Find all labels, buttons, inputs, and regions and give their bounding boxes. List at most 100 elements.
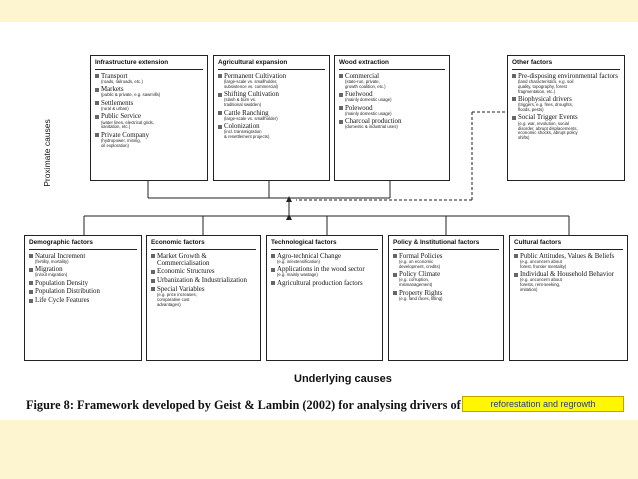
figure-caption: Figure 8: Framework developed by Geist &… (26, 398, 461, 412)
bullet-square-icon (339, 119, 343, 124)
factor-item-agricultural-production-factors: Agricultural production factors (271, 280, 378, 287)
factor-item-biophysical-drivers: Biophysical drivers(triggers, e.g. fires… (512, 96, 620, 113)
factor-detail: imitation) (520, 287, 538, 293)
factor-item-population-density: Population Density (29, 280, 137, 287)
bullet-square-icon (271, 281, 275, 286)
factor-item-shifting-cultivation: Shifting Cultivation(slash & burn vs.tra… (218, 91, 325, 108)
factor-detail: floods, pests) (518, 107, 544, 113)
bullet-square-icon (512, 74, 516, 78)
factor-label: Shifting Cultivation (224, 91, 279, 99)
factor-label: Charcoal production (345, 118, 402, 126)
factor-item-cattle-ranching: Cattle Ranching(large-scale vs. smallhol… (218, 110, 325, 122)
bullet-square-icon (95, 133, 99, 138)
bullet-square-icon (151, 254, 155, 258)
bullet-square-icon (29, 281, 33, 286)
factor-item-fuelwood: Fuelwood(mainly domestic usage) (339, 91, 445, 103)
factor-detail: (e.g. unconcern about (520, 258, 562, 264)
factor-detail: (in/out migration) (35, 272, 68, 278)
factor-label: Settlements (101, 99, 134, 107)
factor-label: Population Density (35, 279, 89, 287)
factor-detail: (public & private, e.g. sawmills) (101, 92, 161, 98)
box-title: Other factors (512, 59, 620, 70)
bullet-square-icon (271, 254, 275, 258)
factor-detail: (e.g. land races, titling) (399, 295, 443, 301)
bullet-square-icon (95, 114, 99, 119)
bullet-square-icon (393, 272, 397, 277)
bullet-square-icon (95, 74, 99, 78)
factor-detail: & resettlement projects) (224, 134, 270, 140)
bullet-square-icon (151, 278, 155, 283)
highlight-label: reforestation and regrowth (462, 396, 624, 412)
factor-label: Urbanization & Industrialization (157, 277, 247, 285)
factor-detail: oil exploration) (101, 142, 129, 148)
box-title: Policy & Institutional factors (393, 239, 499, 250)
factor-detail: (land characteristics, e.g. soil (518, 78, 574, 84)
factor-label: Migration (35, 266, 63, 274)
factor-detail: (large-scale vs. smallholder, (224, 78, 278, 84)
factor-item-commercial: Commercial(state-run, private,growth coa… (339, 73, 445, 90)
factor-label: Cattle Ranching (224, 109, 269, 117)
box-title: Agricultural expansion (218, 59, 325, 70)
factor-item-special-variables: Special Variables(e.g. price increases,c… (151, 286, 256, 308)
factor-label: Public Attitudes, Values & Beliefs (520, 252, 615, 260)
bullet-square-icon (393, 291, 397, 296)
factor-item-population-distribution: Population Distribution (29, 288, 137, 295)
factor-label: Policy Climate (399, 271, 441, 279)
bullet-square-icon (514, 254, 518, 258)
bullet-square-icon (218, 124, 222, 129)
factor-detail: (incl. transmigration (224, 129, 262, 135)
bullet-square-icon (218, 74, 222, 78)
factor-label: Permanent Cultivation (224, 72, 287, 80)
factor-detail: development, credits) (399, 263, 441, 269)
bullet-square-icon (393, 254, 397, 258)
factor-label: Pre-disposing environmental factors (518, 72, 618, 80)
factor-label: Private Company (101, 131, 150, 139)
factor-item-charcoal-production: Charcoal production(domestic & industria… (339, 118, 445, 130)
factor-label: Biophysical drivers (518, 95, 572, 103)
factor-item-permanent-cultivation: Permanent Cultivation(large-scale vs. sm… (218, 73, 325, 90)
bullet-square-icon (29, 289, 33, 294)
top-band (0, 0, 638, 22)
bullet-square-icon (512, 115, 516, 120)
factor-label: Polewood (345, 104, 373, 112)
proximate-causes-label: Proximate causes (42, 119, 52, 187)
factor-item-applications-in-the-wood-sector: Applications in the wood sector(e.g. mai… (271, 266, 378, 278)
factor-label: Property Rights (399, 289, 443, 297)
factor-detail: traditional swidden) (224, 102, 262, 108)
factor-detail: (e.g. mainly wastage) (277, 272, 318, 278)
factor-detail: (state-run, private, (345, 78, 380, 84)
bullet-square-icon (29, 298, 33, 303)
factor-item-policy-climate: Policy Climate(e.g. corruption,mismanage… (393, 271, 499, 288)
bullet-square-icon (512, 97, 516, 102)
factor-label: Commercial (345, 72, 380, 80)
factor-item-economic-structures: Economic Structures (151, 268, 256, 275)
bullet-square-icon (29, 254, 33, 258)
factor-detail: (rural & urban) (101, 105, 129, 111)
factor-label: Formal Policies (399, 252, 443, 260)
factor-item-pre-disposing-environmental-factors: Pre-disposing environmental factors(land… (512, 73, 620, 95)
factor-item-markets: Markets(public & private, e.g. sawmills) (95, 86, 203, 98)
factor-label: Agro-technical Change (277, 252, 342, 260)
factor-detail: mismanagement) (399, 282, 433, 288)
factor-label: Special Variables (157, 285, 205, 293)
factor-label: Individual & Household Behavior (520, 271, 614, 279)
factor-detail: disorder, abrupt displacements, (518, 125, 578, 131)
bullet-square-icon (514, 272, 518, 277)
factor-item-polewood: Polewood(mainly domestic usage) (339, 105, 445, 117)
factor-item-market-growth-commercialisation: Market Growth & Commercialisation (151, 253, 256, 267)
factor-detail: (large-scale vs. smallholder) (224, 115, 278, 121)
box-title: Technological factors (271, 239, 378, 250)
factor-detail: (e.g. corruption, (399, 277, 430, 283)
factor-label: Public Service (101, 113, 141, 121)
factor-item-colonization: Colonization(incl. transmigration& reset… (218, 123, 325, 140)
factor-item-agro-technical-change: Agro-technical Change(e.g. in/extensific… (271, 253, 378, 265)
bullet-square-icon (271, 267, 275, 272)
factor-item-settlements: Settlements(rural & urban) (95, 100, 203, 112)
